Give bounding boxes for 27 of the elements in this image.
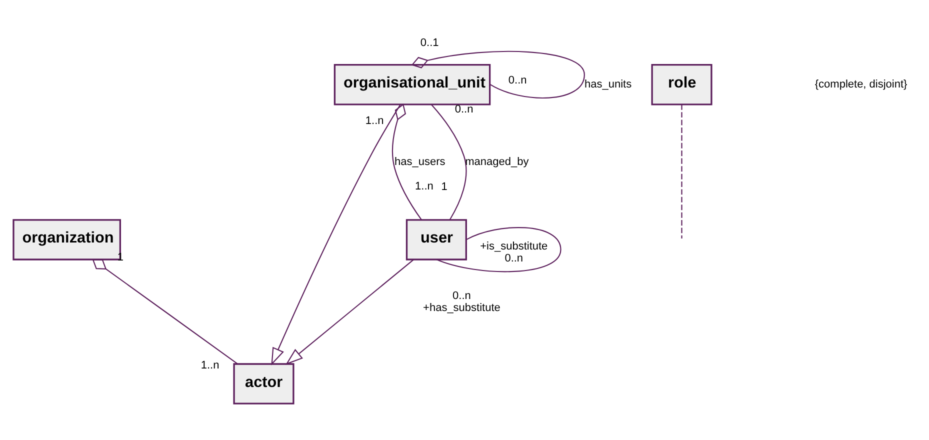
label: 0..n xyxy=(454,102,474,115)
edge-label: managed_by xyxy=(465,155,529,168)
label: 0..n xyxy=(452,289,471,302)
arrow xyxy=(285,258,414,364)
arrow xyxy=(271,104,401,365)
node-box: user xyxy=(406,218,467,260)
edge-label: has_units xyxy=(584,78,632,90)
node-box: role xyxy=(651,63,712,105)
label: 1..n xyxy=(200,359,220,372)
connector xyxy=(431,104,467,220)
label: 1..n xyxy=(415,180,434,192)
connector xyxy=(681,104,682,238)
label: {complete, disjoint} xyxy=(814,78,908,90)
label: +is_substitute xyxy=(480,240,548,252)
label: +has_substitute xyxy=(423,301,500,314)
edge-label: has_users xyxy=(394,155,446,168)
label: 0..n xyxy=(508,74,527,86)
connector xyxy=(92,258,238,364)
node-box: actor xyxy=(233,362,294,404)
label: 0..1 xyxy=(420,36,439,49)
connector xyxy=(411,50,585,98)
label: 1..n xyxy=(365,114,384,126)
label: 0..n xyxy=(504,252,524,264)
connector xyxy=(392,103,422,220)
node-box: organisational_unit xyxy=(334,63,491,105)
label: 1 xyxy=(441,180,448,192)
connector xyxy=(436,226,562,272)
